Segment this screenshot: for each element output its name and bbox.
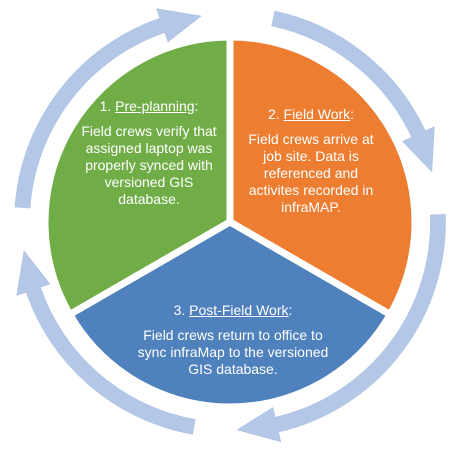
segment-3-body: Field crews return to office to sync inf… bbox=[137, 327, 329, 377]
arrow-ring-right-icon bbox=[236, 214, 446, 443]
segment-3-text: 3. Post-Field Work: Field crews return t… bbox=[128, 302, 338, 378]
segment-3-title: 3. Post-Field Work: bbox=[128, 302, 338, 319]
segment-1-number: 1. bbox=[99, 98, 112, 114]
segment-1-text: 1. Pre-planning: Field crews verify that… bbox=[74, 98, 224, 208]
arrow-ring bbox=[14, 8, 446, 443]
segment-2-body: Field crews arrive at job site. Data is … bbox=[248, 131, 374, 215]
segment-2-text: 2. Field Work: Field crews arrive at job… bbox=[246, 106, 376, 216]
segment-3-wedge bbox=[66, 218, 394, 411]
segment-3-colon: : bbox=[288, 302, 293, 318]
segment-1-name: Pre-planning bbox=[115, 98, 195, 114]
segment-2-colon: : bbox=[350, 106, 355, 122]
pie-segments bbox=[41, 33, 419, 411]
segment-2-number: 2. bbox=[267, 106, 280, 122]
arrow-ring-upper-left-icon bbox=[14, 8, 202, 209]
segment-1-title: 1. Pre-planning: bbox=[74, 98, 224, 115]
segment-1-colon: : bbox=[194, 98, 199, 114]
arrow-ring-left-icon bbox=[16, 250, 196, 435]
segment-2-title: 2. Field Work: bbox=[246, 106, 376, 123]
arrow-ring-top-icon bbox=[271, 10, 435, 173]
segment-2-name: Field Work bbox=[283, 106, 351, 122]
segment-3-number: 3. bbox=[173, 302, 186, 318]
segment-1-body: Field crews verify that assigned laptop … bbox=[81, 123, 217, 207]
segment-3-name: Post-Field Work bbox=[189, 302, 289, 318]
